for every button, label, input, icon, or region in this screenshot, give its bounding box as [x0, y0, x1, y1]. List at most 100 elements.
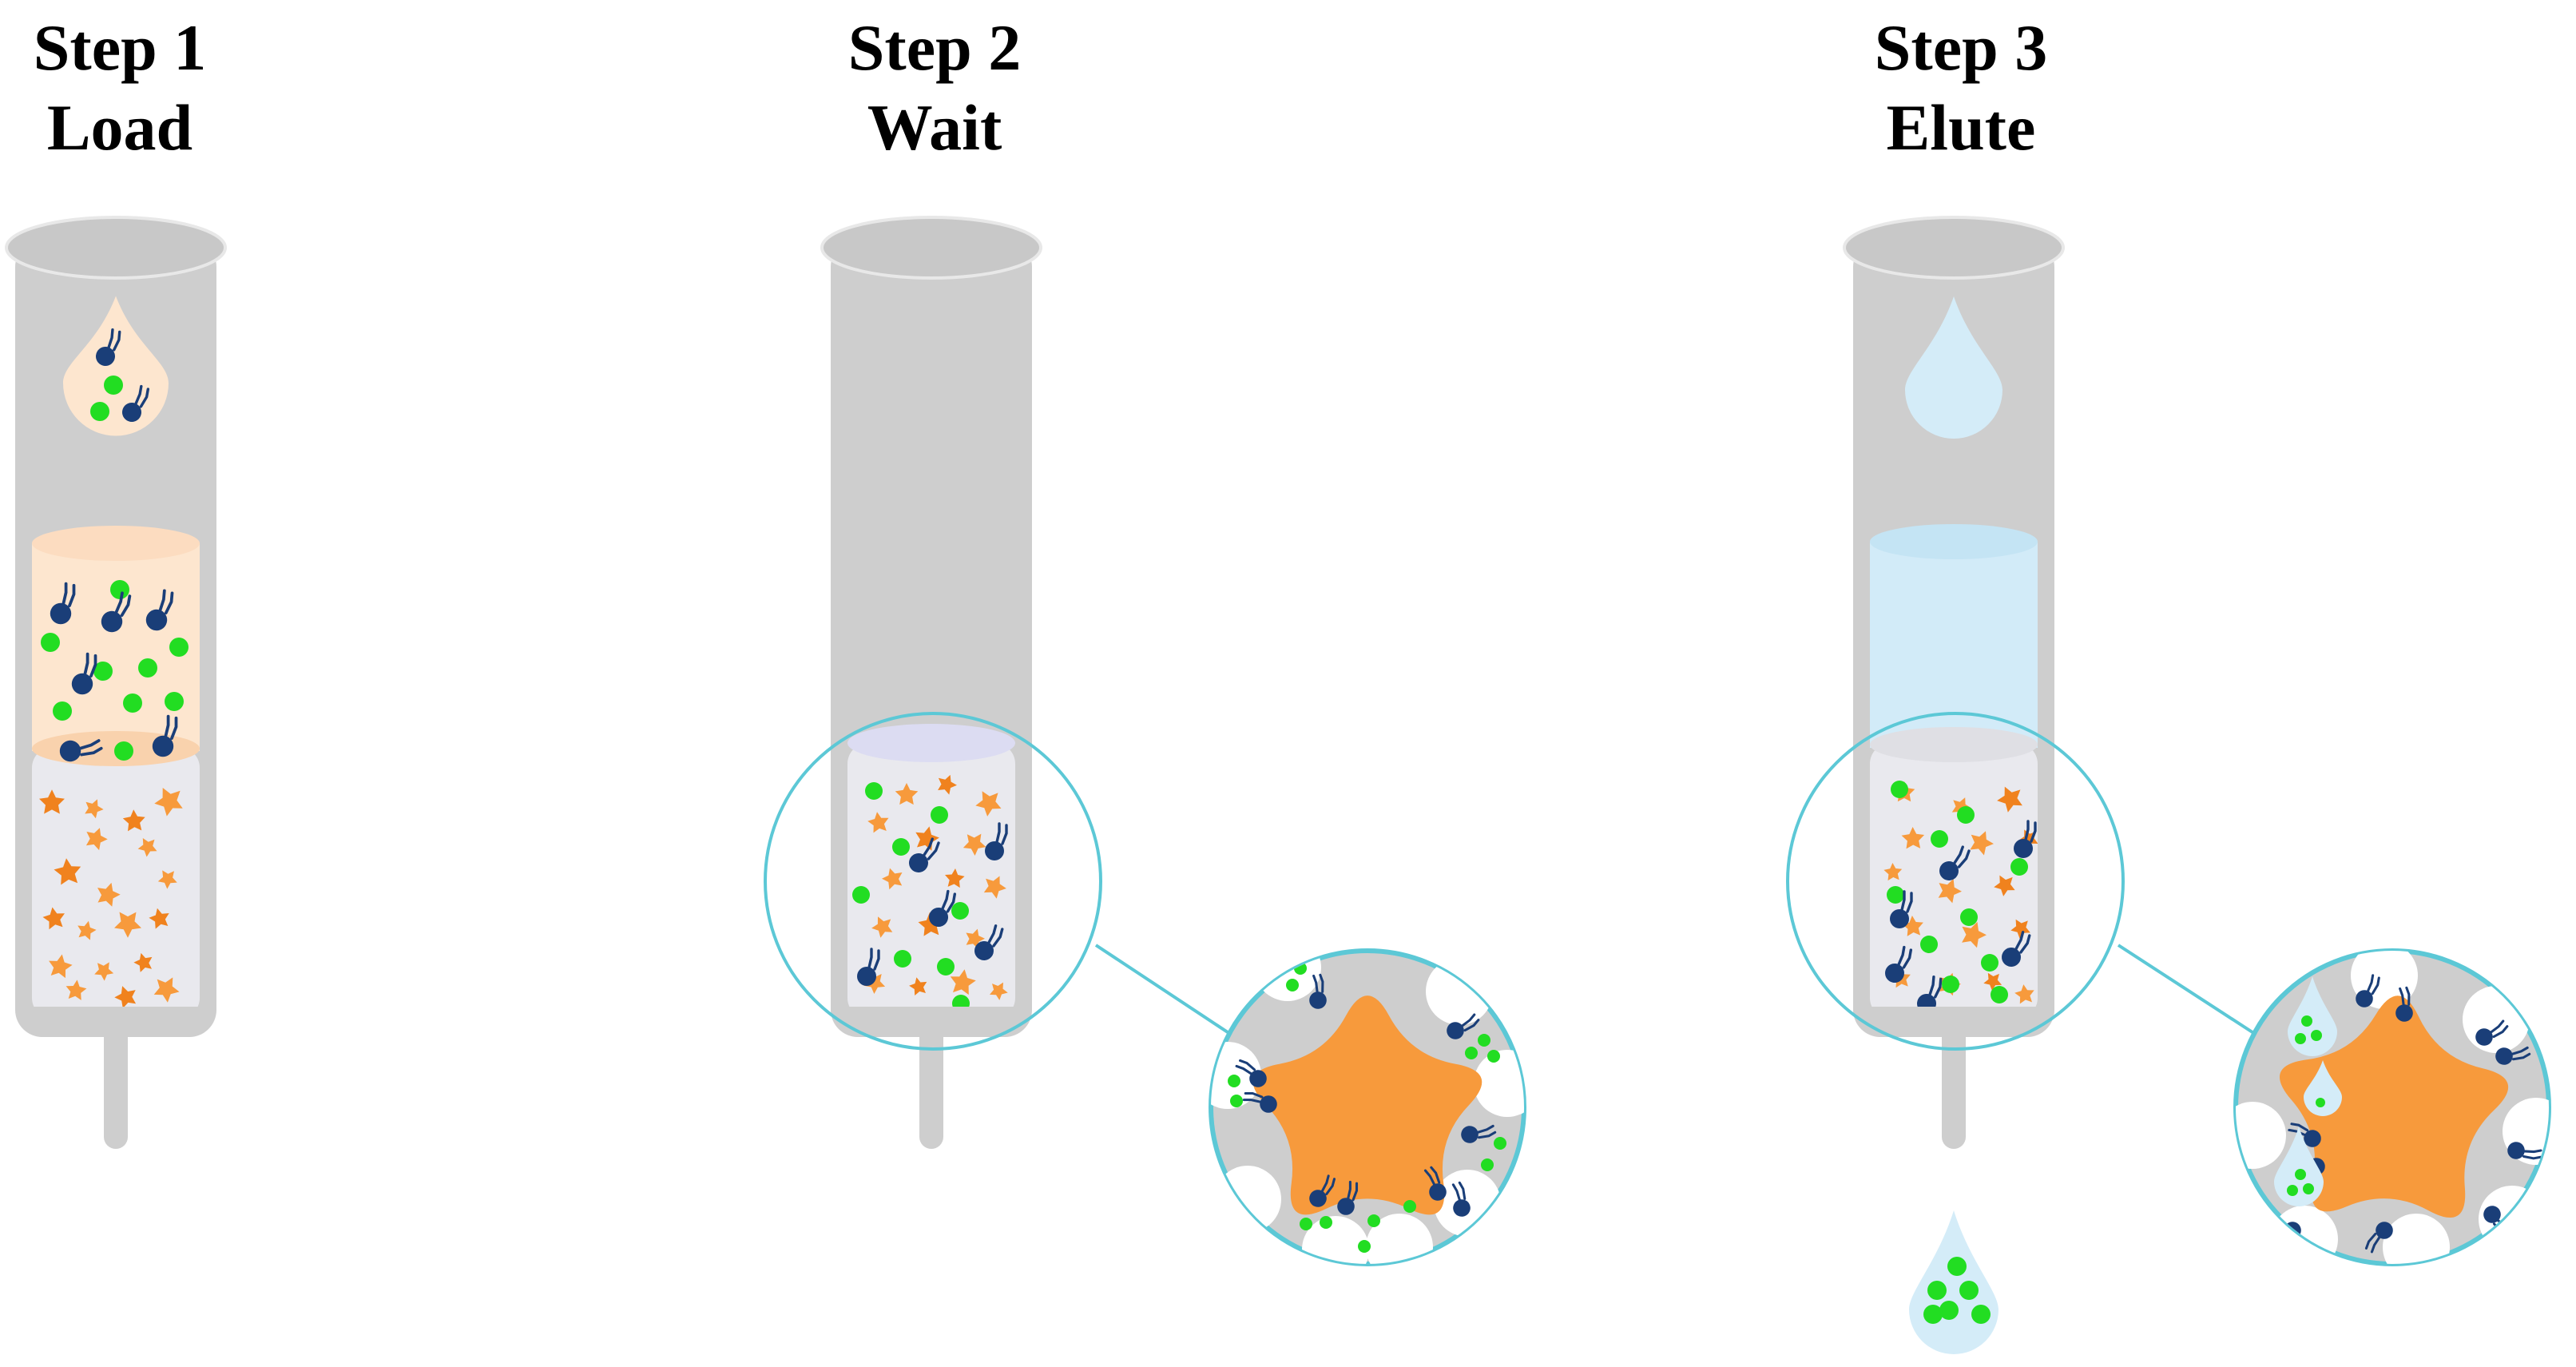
antibody-icon: [1309, 1174, 1336, 1207]
bead-star: [97, 882, 121, 907]
antibody-icon: [1917, 975, 1943, 1007]
target-molecule: [138, 658, 157, 678]
antibody-icon: [1309, 973, 1327, 1009]
target-molecule: [1960, 908, 1978, 926]
bead-star: [39, 789, 65, 814]
bead-star: [975, 791, 1002, 817]
bead-pore: [1366, 1214, 1433, 1264]
bead-star: [915, 826, 939, 851]
bead-star: [122, 809, 145, 832]
bead-star: [114, 912, 141, 938]
column-rim: [5, 216, 227, 280]
zoom-contents: [2236, 951, 2549, 1264]
target-molecule: [1931, 830, 1948, 848]
bead-star: [1994, 875, 2015, 896]
step-3-number: Step 3: [1874, 11, 2048, 84]
target-molecule: [931, 806, 948, 824]
bead-star: [963, 833, 986, 856]
target-molecule: [2010, 858, 2028, 876]
bead-star: [1962, 921, 1987, 948]
bead-star: [990, 982, 1008, 1000]
column-1: [5, 216, 227, 1149]
bead-star: [157, 870, 177, 889]
bead-star: [2014, 984, 2034, 1004]
bead-star: [1902, 916, 1923, 936]
bead-star: [85, 828, 108, 851]
target-molecule: [1942, 976, 1959, 993]
bead-star: [867, 812, 889, 833]
bead-star: [1970, 831, 1994, 856]
target-molecule: [1991, 986, 2008, 1003]
bead-pore: [2463, 986, 2530, 1053]
target-molecule: [2287, 1185, 2298, 1196]
porous-bead-star-icon: [1252, 995, 1482, 1215]
antibody-icon: [2495, 1046, 2531, 1065]
antibody-icon: [857, 948, 880, 986]
step-3-action: Elute: [1886, 91, 2036, 164]
antibody-icon: [50, 582, 76, 625]
step-1-title: Step 1 Load: [0, 8, 240, 168]
antibody-icon: [122, 384, 150, 422]
antibody-icon: [909, 837, 940, 872]
antibody-icon: [1939, 845, 1971, 880]
antibody-icon: [59, 739, 103, 762]
bead-pore: [1426, 958, 1493, 1025]
antibody-icon: [2288, 1123, 2321, 1147]
target-molecule: [123, 693, 142, 713]
antibody-icon: [145, 589, 174, 631]
bead-star: [945, 868, 965, 888]
bead-star: [909, 977, 927, 995]
zoom-contents: [1211, 951, 1524, 1264]
target-molecule: [90, 402, 109, 421]
bead-pore: [1474, 1050, 1524, 1117]
step-1-action: Load: [46, 91, 193, 164]
target-molecule: [169, 638, 189, 657]
target-molecule: [1300, 1218, 1312, 1230]
bead-star: [1901, 827, 1925, 849]
antibody-icon: [2507, 1142, 2542, 1160]
target-molecule: [1971, 1305, 1991, 1324]
liquid-drop-icon: [1909, 1210, 1998, 1354]
target-molecule: [1286, 979, 1299, 991]
bead-star: [149, 908, 169, 929]
antibody-icon: [1461, 1124, 1497, 1143]
column-3-contents: [1870, 524, 2038, 1007]
liquid-drop-icon: [1905, 296, 2002, 439]
bead-star: [153, 977, 180, 1003]
target-molecule: [952, 995, 970, 1007]
bead-pore: [1211, 1042, 1261, 1109]
bead-pore: [1302, 1216, 1369, 1264]
bead-star: [882, 868, 903, 890]
target-molecule: [1981, 954, 1998, 972]
target-molecule: [2295, 1169, 2306, 1180]
target-molecule: [1939, 1301, 1959, 1320]
liquid-drop-icon: [2304, 1060, 2342, 1116]
target-molecule: [1320, 1216, 1332, 1229]
target-molecule: [2303, 1183, 2314, 1194]
target-molecule: [41, 633, 60, 652]
bead-star: [918, 912, 943, 936]
antibody-icon: [1447, 1013, 1480, 1039]
antibody-icon: [2356, 974, 2380, 1007]
bead-star: [1938, 879, 1962, 904]
column-1-contents: [32, 526, 200, 1007]
bead-star: [1883, 863, 1903, 881]
target-molecule: [1478, 1034, 1490, 1047]
antibody-icon: [71, 652, 97, 695]
liquid-drop-icon: [63, 296, 169, 436]
target-molecule: [104, 376, 123, 395]
antibody-icon: [2364, 1222, 2393, 1254]
target-molecule: [114, 741, 133, 761]
zoom-ring: [1786, 712, 2125, 1051]
step-2-title: Step 2 Wait: [815, 8, 1054, 168]
antibody-icon: [152, 714, 178, 757]
step-2-number: Step 2: [847, 11, 1022, 84]
step-2-action: Wait: [867, 91, 1002, 164]
callout-connector: [1094, 944, 1232, 1035]
column-rim: [1843, 216, 2065, 280]
antibody-icon: [1890, 890, 1913, 928]
target-molecule: [1947, 1257, 1967, 1276]
bead-star: [983, 876, 1006, 899]
sample-drop: [63, 296, 169, 436]
